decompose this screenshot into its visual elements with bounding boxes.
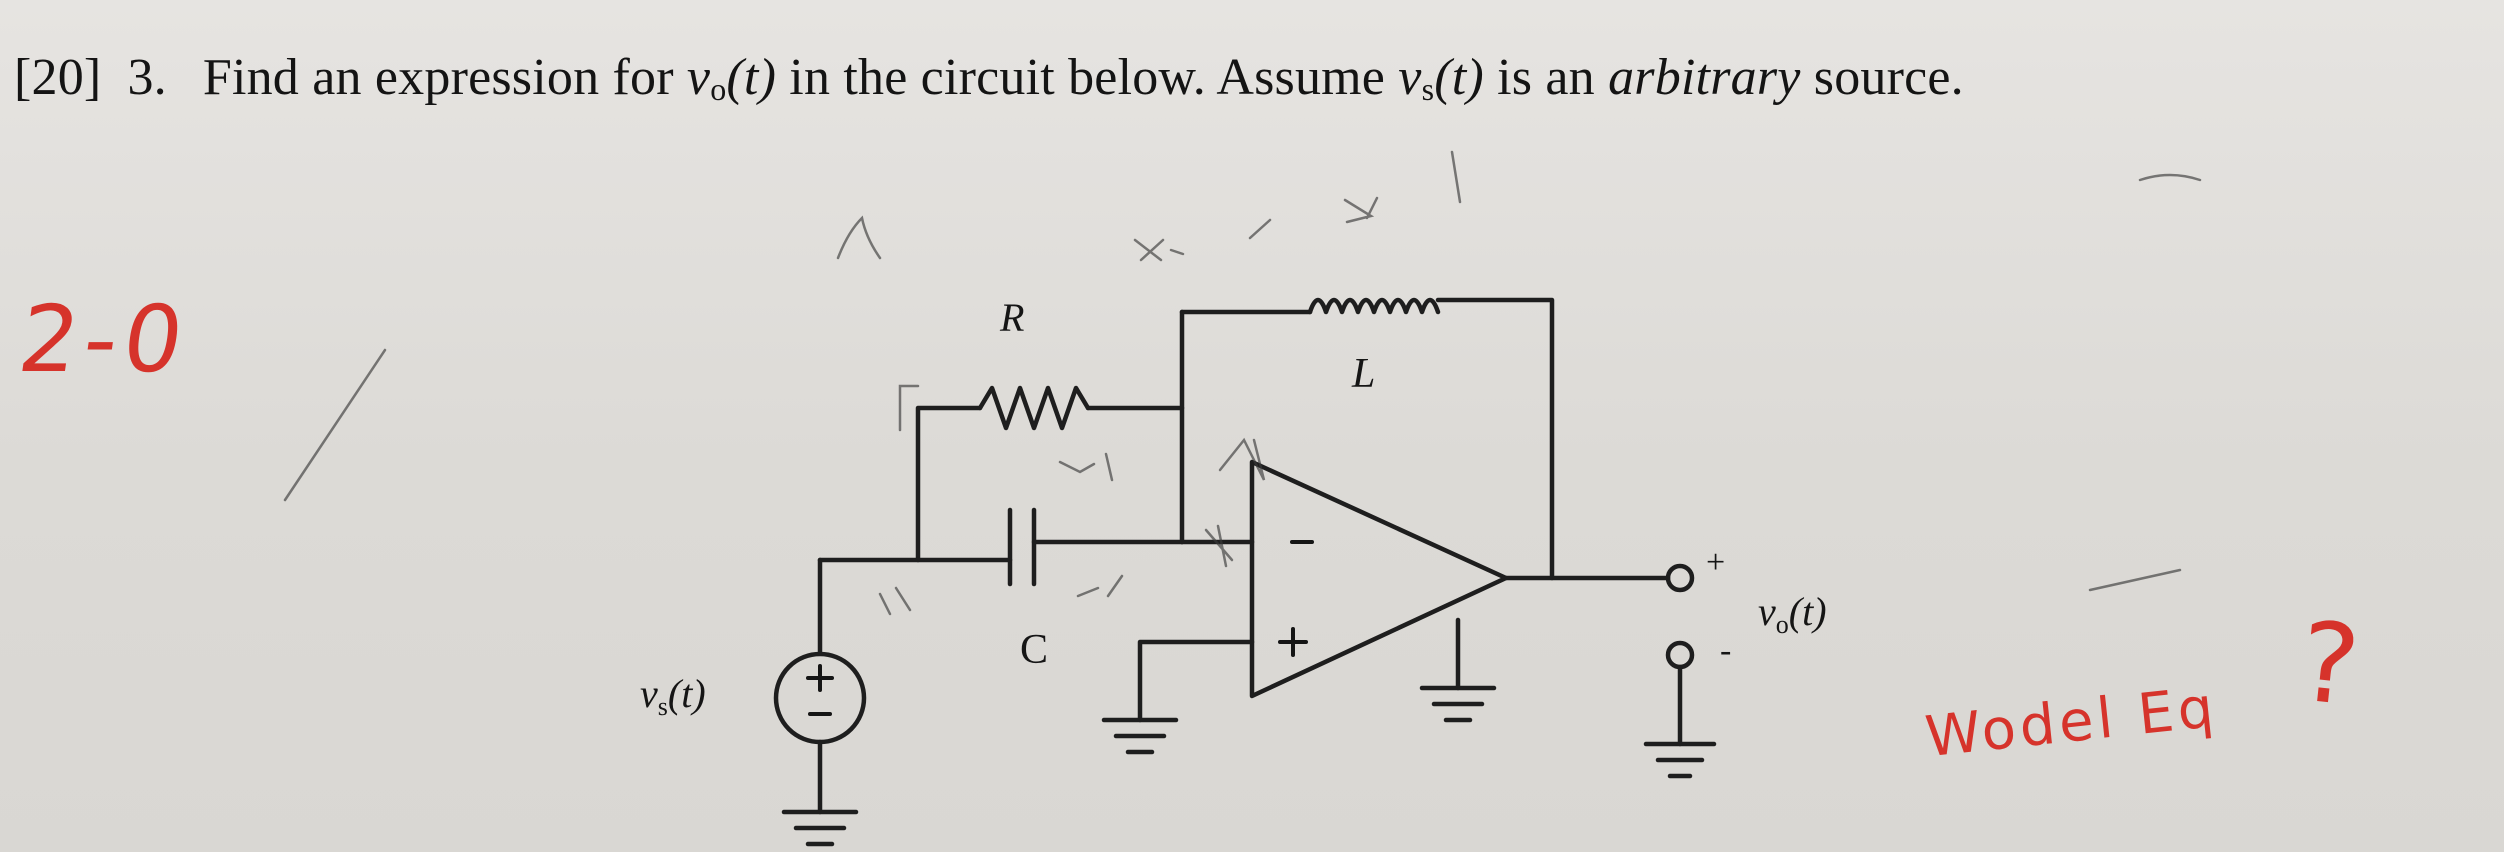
source-voltage-label: vs(t) [640, 671, 706, 721]
inductor-right-wire [1435, 297, 1555, 581]
resistor-branch-wire [915, 405, 983, 563]
output-terminal-plus [1665, 563, 1695, 593]
problem-text-3: is an [1483, 49, 1609, 106]
pencil-marks [283, 150, 2202, 616]
opamp-triangle [1249, 459, 1509, 699]
vo-variable: vo(t) [686, 49, 777, 107]
capacitor-label: C [1020, 627, 1049, 673]
output-terminal-minus [1665, 640, 1695, 670]
resistor-zigzag [977, 385, 1091, 431]
problem-statement: [20] 3. Find an expression for vo(t) in th… [14, 48, 1964, 108]
output-minus-label: - [1720, 632, 1732, 669]
inductor-label: L [1352, 351, 1376, 397]
emphasis-arbitrary: arbitrary [1608, 49, 1801, 106]
grade-score: 2-0 [12, 286, 196, 393]
output-voltage-label: vo(t) [1758, 589, 1827, 639]
question-number: 3. [127, 49, 167, 106]
problem-text-4: source. [1800, 49, 1964, 106]
points-label: [20] [14, 49, 102, 106]
output-plus-label: + [1706, 544, 1726, 581]
noninverting-input-wire [1137, 639, 1255, 723]
vs-variable: vs(t) [1398, 49, 1484, 107]
resistor-label: R [1000, 295, 1025, 340]
problem-text-2: in the circuit below. Assume [776, 49, 1399, 106]
inductor-coil [1307, 297, 1441, 315]
problem-text-1: Find an expression for [202, 49, 687, 106]
